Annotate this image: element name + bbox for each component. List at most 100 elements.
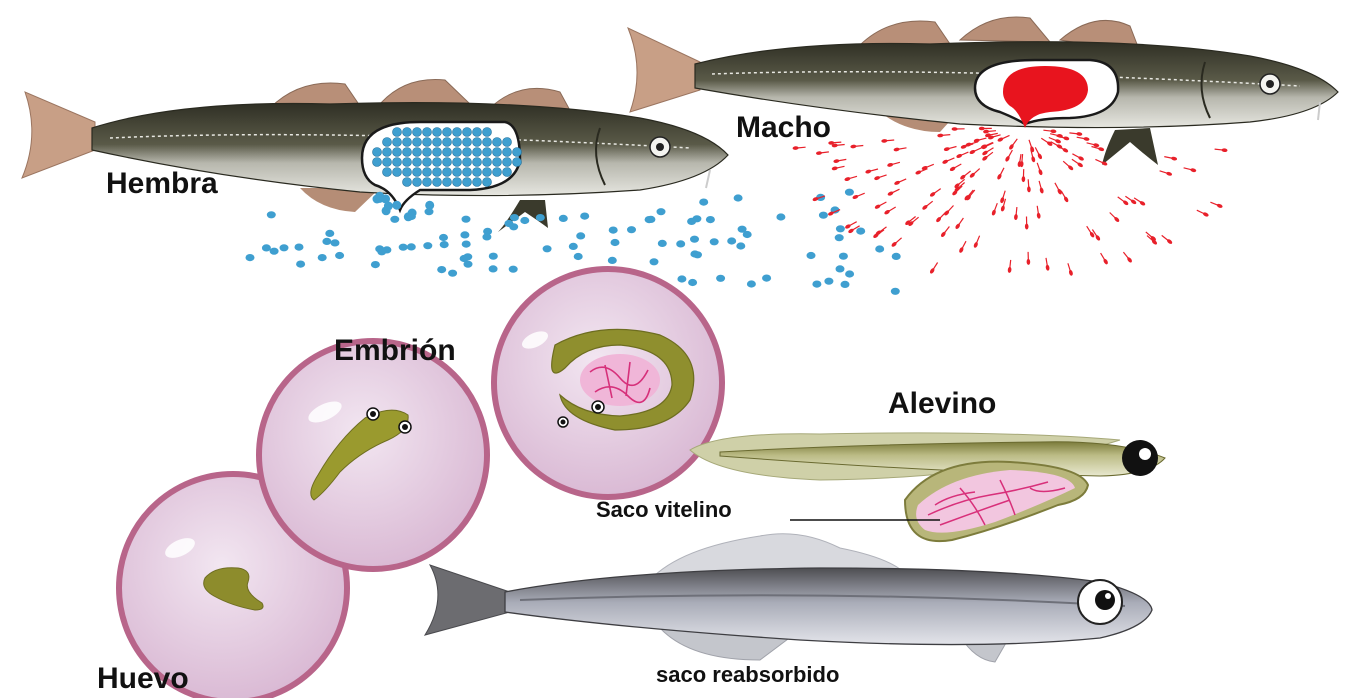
ovary-egg	[443, 138, 452, 147]
sperm-head	[1062, 147, 1069, 153]
released-egg	[460, 231, 469, 238]
sperm-head	[865, 169, 872, 174]
released-egg	[295, 244, 304, 251]
ovary-egg	[393, 148, 402, 157]
sperm-head	[1063, 196, 1069, 203]
released-egg	[688, 279, 697, 286]
ovary-egg	[463, 168, 472, 177]
sperm-head	[831, 166, 838, 171]
released-egg	[407, 243, 416, 250]
released-egg	[747, 280, 756, 287]
ovary-egg	[453, 158, 462, 167]
released-egg	[611, 239, 620, 246]
sperm-head	[943, 147, 950, 152]
sperm-head	[887, 191, 894, 197]
sperm-head	[1022, 176, 1026, 182]
ovary-egg	[513, 148, 522, 157]
released-egg	[693, 251, 702, 258]
juvenile-stage	[425, 534, 1152, 662]
released-egg	[559, 215, 568, 222]
released-egg	[390, 216, 399, 223]
sperm-head	[1171, 156, 1178, 161]
sperm-head	[1221, 148, 1227, 152]
ovary-egg	[473, 128, 482, 137]
ovary-egg	[503, 138, 512, 147]
ovary-egg	[403, 178, 412, 187]
ovary-egg	[423, 168, 432, 177]
released-egg	[399, 244, 408, 251]
released-egg	[267, 211, 276, 218]
released-egg	[423, 242, 432, 249]
sperm-head	[844, 177, 851, 182]
ovary-egg	[423, 138, 432, 147]
ovary-egg	[463, 138, 472, 147]
ovary-egg	[403, 128, 412, 137]
released-egg	[580, 213, 589, 220]
ovary-egg	[493, 158, 502, 167]
sperm-head	[1068, 269, 1073, 276]
sperm-head	[1036, 212, 1040, 218]
ovary-egg	[443, 148, 452, 157]
released-egg	[727, 237, 736, 244]
ovary-egg	[393, 158, 402, 167]
ovary-egg	[443, 178, 452, 187]
ovary-egg	[403, 158, 412, 167]
released-egg	[824, 278, 833, 285]
ovary-egg	[483, 158, 492, 167]
sperm-head	[816, 151, 822, 155]
released-egg	[690, 236, 699, 243]
released-egg	[509, 266, 518, 273]
released-egg	[439, 234, 448, 241]
released-egg	[836, 265, 845, 272]
released-egg	[318, 254, 327, 261]
released-egg	[646, 216, 655, 223]
ovary-egg	[373, 148, 382, 157]
released-egg	[574, 253, 583, 260]
sperm-head	[1202, 212, 1209, 218]
released-egg	[891, 288, 900, 295]
ovary-egg	[403, 148, 412, 157]
ovary-egg	[503, 168, 512, 177]
juvenile-tail-fin	[425, 565, 510, 635]
released-egg	[650, 258, 659, 265]
released-egg	[536, 214, 545, 221]
larva-egg-stage	[259, 341, 487, 569]
ovary-egg	[383, 168, 392, 177]
ovary-egg	[423, 148, 432, 157]
sperm-head	[893, 147, 900, 152]
ovary-egg	[433, 168, 442, 177]
sperm-head	[852, 194, 859, 200]
ovary-egg	[403, 138, 412, 147]
fry-stage	[690, 433, 1165, 541]
ovary-egg	[413, 168, 422, 177]
ovary-egg	[413, 128, 422, 137]
released-egg	[856, 228, 865, 235]
sperm-head	[1078, 155, 1085, 161]
released-egg	[687, 218, 696, 225]
sperm-head	[1031, 156, 1036, 163]
released-egg	[377, 248, 386, 255]
sperm-head	[1025, 223, 1029, 229]
released-egg	[576, 232, 585, 239]
sperm-head	[983, 130, 989, 134]
sperm-head	[874, 204, 881, 210]
male-cod	[628, 17, 1338, 165]
sperm-head	[1014, 214, 1018, 220]
released-egg	[448, 270, 457, 277]
ovary-egg	[493, 148, 502, 157]
ovary-egg	[473, 168, 482, 177]
sperm-head	[1166, 171, 1173, 176]
ovary-egg	[413, 138, 422, 147]
released-egg	[325, 230, 334, 237]
released-egg	[812, 281, 821, 288]
female-tail-fin	[22, 92, 95, 178]
ovary-egg	[423, 178, 432, 187]
released-egg	[736, 242, 745, 249]
released-egg	[504, 220, 513, 227]
larva-egg-icon	[259, 341, 487, 569]
released-egg	[892, 253, 901, 260]
released-egg	[384, 202, 393, 211]
released-egg	[270, 248, 279, 255]
sperm-head	[991, 209, 996, 216]
